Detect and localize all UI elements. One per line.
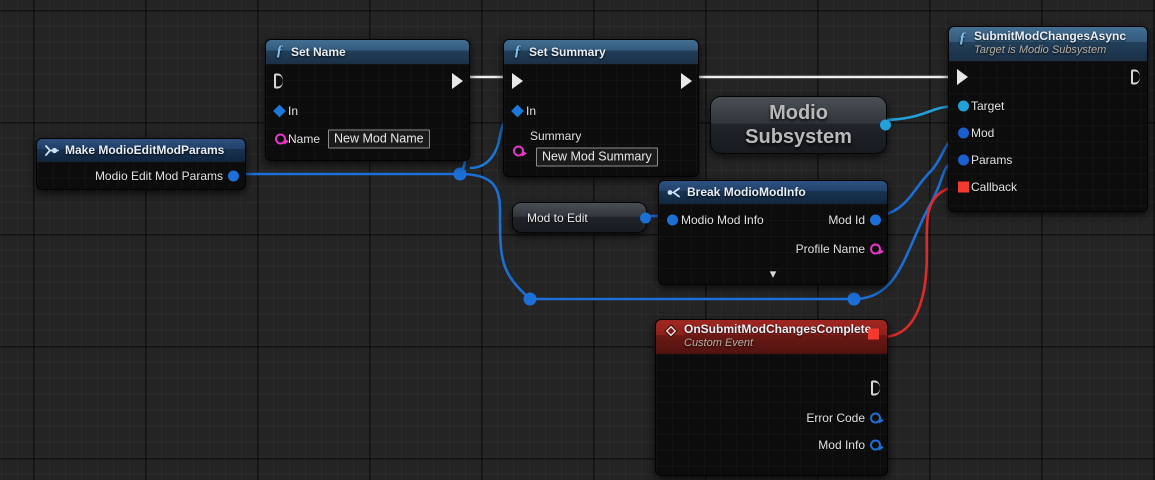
node-title-stack: SubmitModChangesAsync Target is Modio Su… [974, 29, 1127, 57]
node-modio-subsystem-getter[interactable]: Modio Subsystem [710, 96, 891, 154]
pin-label: Mod Info [818, 438, 865, 453]
node-title: OnSubmitModChangesComplete [684, 322, 872, 336]
pin-label: Mod Id [828, 212, 865, 227]
struct-in-pin[interactable] [511, 104, 524, 117]
node-submit-mod-changes-async[interactable]: ƒ SubmitModChangesAsync Target is Modio … [948, 26, 1148, 212]
node-header[interactable]: ƒ SubmitModChangesAsync Target is Modio … [949, 27, 1147, 61]
pin-label: Mod [971, 126, 995, 141]
exec-in-pin[interactable] [274, 73, 283, 88]
node-title: Set Summary [529, 44, 606, 59]
function-icon: ƒ [275, 43, 284, 59]
struct-in-pin-mod[interactable] [958, 127, 969, 139]
pin-label: Profile Name [795, 241, 865, 256]
pin-row-callback[interactable]: Callback [949, 174, 1147, 201]
pin-row-in[interactable]: In [504, 97, 698, 124]
node-mod-to-edit-getter[interactable]: Mod to Edit [512, 202, 651, 233]
string-in-pin[interactable] [513, 145, 527, 157]
pin-row-in[interactable]: In [266, 97, 469, 124]
node-body: Modio Edit Mod Params [37, 162, 245, 189]
node-subtitle: Target is Modio Subsystem [974, 43, 1107, 56]
object-out-pin[interactable] [880, 119, 891, 131]
exec-out-pin[interactable] [452, 72, 463, 89]
node-header[interactable]: OnSubmitModChangesComplete Custom Event [656, 320, 887, 354]
struct-out-pin[interactable] [228, 170, 239, 181]
node-body: Error Code Mod Info [656, 354, 887, 475]
pin-label: Modio Mod Info [681, 212, 764, 227]
exec-in-pin[interactable] [957, 68, 968, 85]
exec-out-pin[interactable] [871, 380, 880, 396]
pin-label: Name [288, 132, 321, 146]
pin-row-target[interactable]: Target [949, 93, 1147, 120]
pin-row-modio-edit-mod-params[interactable]: Modio Edit Mod Params [37, 162, 245, 189]
string-out-pin[interactable] [870, 243, 884, 254]
struct-in-pin[interactable] [667, 214, 678, 225]
node-body: In Summary New Mod Summary [504, 64, 698, 176]
pin-label: Error Code [806, 411, 865, 426]
var-label-line1: Modio [769, 101, 828, 124]
node-header[interactable]: ƒ Set Name [266, 40, 469, 64]
struct-in-pin-params[interactable] [958, 154, 969, 166]
pin-row-profile-name[interactable]: Profile Name [659, 235, 887, 262]
node-title-stack: OnSubmitModChangesComplete Custom Event [684, 322, 872, 350]
exec-out-pin[interactable] [681, 72, 692, 89]
node-body: Modio Mod Info Mod Id Profile Name ▾ [659, 204, 887, 284]
node-title: Break ModioModInfo [687, 185, 806, 199]
exec-row[interactable] [504, 64, 698, 97]
node-header[interactable]: Break ModioModInfo [659, 181, 887, 204]
node-break-modio-mod-info[interactable]: Break ModioModInfo Modio Mod Info Mod Id… [658, 180, 888, 285]
node-set-summary[interactable]: ƒ Set Summary In Summary New Mod Summary [503, 39, 699, 177]
node-body: Target Mod Params Callback [949, 60, 1147, 211]
pin-label: Target [971, 99, 1005, 114]
node-subtitle: Custom Event [684, 336, 754, 349]
pin-row-params[interactable]: Params [949, 147, 1147, 174]
struct-in-pin[interactable] [273, 104, 286, 117]
event-diamond-icon [664, 324, 678, 338]
exec-row[interactable] [266, 64, 469, 97]
var-label-line2: Subsystem [745, 126, 852, 148]
node-header[interactable]: ƒ Set Summary [504, 40, 698, 64]
pin-row-modio-mod-info[interactable]: Modio Mod Info Mod Id [659, 204, 887, 235]
pin-row-summary[interactable]: Summary New Mod Summary [504, 124, 698, 168]
node-title: Make ModioEditModParams [65, 143, 225, 157]
pin-row-name[interactable]: Name New Mod Name [266, 124, 469, 154]
struct-ref-out-pin-error-code[interactable] [870, 412, 884, 424]
pin-label: Summary [530, 129, 582, 143]
chevron-down-icon[interactable]: ▾ [769, 266, 777, 281]
pin-row-error-code[interactable]: Error Code [656, 405, 887, 432]
exec-in-pin[interactable] [512, 72, 523, 89]
pure-function-icon [45, 144, 59, 156]
exec-out-pin[interactable] [1131, 69, 1140, 85]
exec-row[interactable] [949, 61, 1147, 93]
node-body: In Name New Mod Name [266, 64, 469, 160]
pin-label: Modio Edit Mod Params [94, 168, 223, 183]
pin-label: Params [971, 153, 1013, 168]
var-label: Mod to Edit [527, 210, 588, 225]
node-set-name[interactable]: ƒ Set Name In Name New Mod Name [265, 39, 470, 161]
delegate-out-pin[interactable] [868, 328, 879, 340]
node-custom-event-on-submit-mod-changes-complete[interactable]: OnSubmitModChangesComplete Custom Event … [655, 319, 888, 476]
node-title: SubmitModChangesAsync [974, 29, 1127, 43]
pin-row-mod-info[interactable]: Mod Info [656, 432, 887, 459]
function-icon: ƒ [513, 43, 522, 59]
struct-ref-out-pin-mod-info[interactable] [870, 439, 884, 451]
object-in-pin-target[interactable] [958, 100, 969, 112]
name-input[interactable]: New Mod Name [328, 129, 430, 149]
function-icon: ƒ [958, 30, 967, 46]
node-make-modio-edit-mod-params[interactable]: Make ModioEditModParams Modio Edit Mod P… [36, 138, 246, 190]
string-in-pin[interactable] [275, 133, 289, 145]
break-struct-icon [667, 187, 681, 198]
pin-row-mod[interactable]: Mod [949, 120, 1147, 147]
struct-out-pin[interactable] [640, 212, 651, 223]
var-label-stack: Modio Subsystem [745, 101, 852, 150]
node-header[interactable]: Make ModioEditModParams [37, 139, 245, 162]
delegate-in-pin[interactable] [958, 181, 969, 193]
struct-out-pin-mod-id[interactable] [870, 214, 881, 225]
pin-label: Callback [971, 180, 1018, 195]
exec-row[interactable] [656, 371, 887, 405]
node-title: Set Name [291, 44, 346, 59]
summary-input[interactable]: New Mod Summary [536, 147, 658, 167]
pin-label: In [526, 103, 537, 118]
pin-label: In [288, 103, 299, 118]
